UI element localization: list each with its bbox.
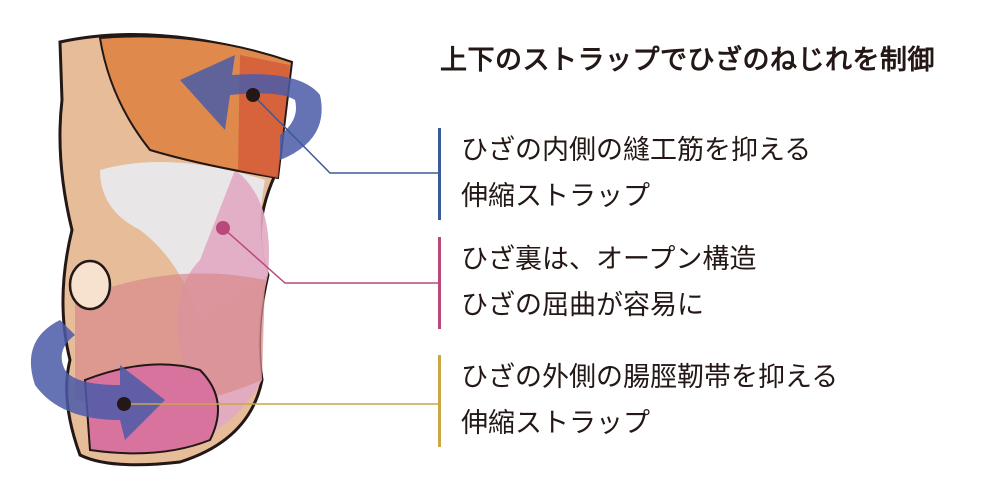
lower-rotation-arrow-icon xyxy=(30,320,166,440)
callout-inner-strap: ひざの内側の縫工筋を抑える 伸縮ストラップ xyxy=(438,128,811,220)
leader-line-back xyxy=(222,227,438,284)
callout-outer-strap: ひざの外側の腸脛靭帯を抑える 伸縮ストラップ xyxy=(438,355,838,447)
callout-line1: ひざの外側の腸脛靭帯を抑える xyxy=(461,362,839,393)
upper-rotation-arrow-icon xyxy=(180,55,322,160)
diagram-title: 上下のストラップでひざのねじれを制御 xyxy=(440,45,935,76)
kneecap-circle xyxy=(68,259,112,311)
marker-dot-outer xyxy=(117,397,131,411)
callout-line1: ひざの内側の縫工筋を抑える xyxy=(461,135,812,166)
leader-line-inner-strap xyxy=(252,94,438,174)
callout-line2: 伸縮ストラップ xyxy=(461,181,650,212)
callout-line2: ひざの屈曲が容易に xyxy=(461,290,704,321)
callout-line1: ひざ裏は、オープン構造 xyxy=(461,244,757,275)
upper-strap-inner xyxy=(238,55,290,178)
callout-line2: 伸縮ストラップ xyxy=(461,408,650,439)
marker-dot-inner xyxy=(246,88,260,102)
marker-dot-back xyxy=(216,221,230,235)
callout-back-open: ひざ裏は、オープン構造 ひざの屈曲が容易に xyxy=(438,237,756,329)
